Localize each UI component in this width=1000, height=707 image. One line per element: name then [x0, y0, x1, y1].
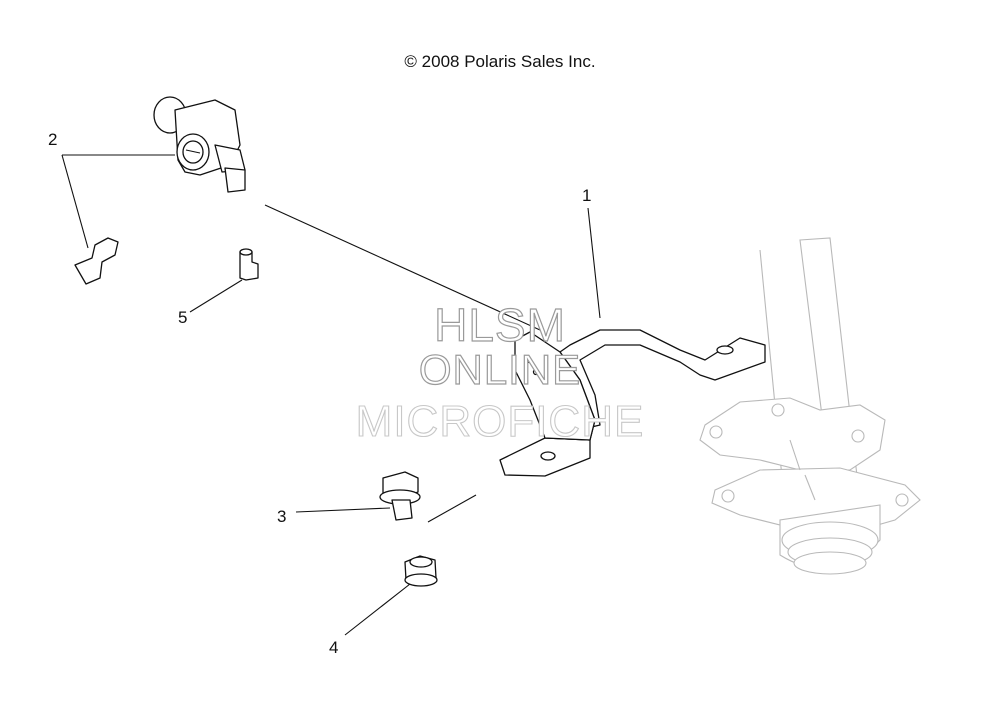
leader-lines	[61, 154, 601, 636]
switch-part-2	[153, 96, 246, 193]
callout-4: 4	[329, 638, 339, 657]
steering-column-ghost	[699, 237, 921, 575]
screw-part-5	[239, 248, 259, 281]
nut-part-4	[404, 555, 438, 587]
bolt-part-3	[379, 471, 421, 521]
watermark-line-3: MICROFICHE	[355, 396, 645, 446]
callout-5: 5	[178, 308, 188, 327]
callout-1: 1	[582, 186, 592, 205]
bracket-part-1	[499, 329, 766, 477]
callout-2: 2	[48, 130, 58, 149]
watermark-line-1: HLSM	[433, 298, 566, 351]
watermark-line-2: ONLINE	[418, 345, 582, 393]
callout-3: 3	[277, 507, 287, 526]
key-part-2	[74, 237, 119, 285]
copyright-notice: © 2008 Polaris Sales Inc.	[404, 52, 596, 71]
